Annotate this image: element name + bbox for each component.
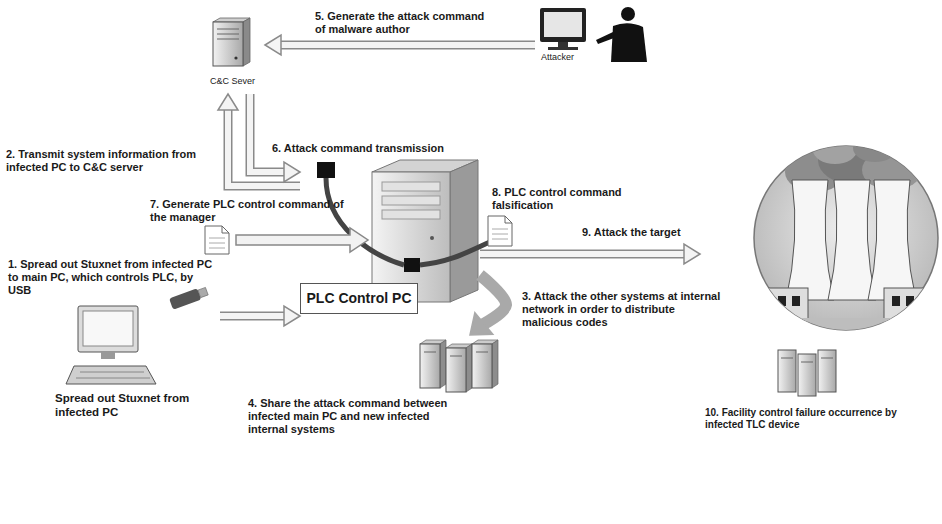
arrowhead (284, 306, 300, 326)
flow-arrow-line (480, 275, 506, 325)
node-label: 4. Share the attack command between infe… (248, 397, 453, 436)
power-plant-illustration (750, 134, 940, 396)
command-document (205, 226, 229, 254)
flow-arrow (265, 35, 535, 55)
flow-arrow-outline (250, 94, 286, 172)
step-label: 2. Transmit system information from infe… (6, 148, 218, 174)
flow-arrow-outline (480, 250, 686, 259)
flow-arrow-fill (220, 313, 286, 319)
falsified-document (488, 216, 512, 246)
edge-label: 5. Generate the attack command of malwar… (315, 10, 485, 36)
diagram-node: 4. Share the attack command between infe… (240, 335, 502, 447)
flow-arrow (480, 244, 700, 264)
flow-arrow (220, 306, 300, 326)
node-label: 10. Facility control failure occurrence … (705, 407, 937, 431)
diagram-node: PLC Control PC (300, 160, 480, 333)
node-label: Spread out Stuxnet from infected PC (55, 392, 220, 419)
diagram-node: C&C Sever (200, 18, 265, 94)
server-icon (213, 18, 250, 66)
step-label: 7. Generate PLC control command of the m… (150, 198, 362, 224)
diagram-node: Spread out Stuxnet from infected PC (55, 300, 220, 430)
hollow-arrow (236, 228, 368, 252)
flow-arrow-fill (279, 42, 535, 48)
arrowhead (684, 244, 700, 264)
arrowhead (218, 94, 238, 110)
flow-arrow (470, 275, 506, 335)
internal-servers (420, 340, 498, 392)
flow-arrow-fill (480, 251, 686, 257)
flow-arrow (250, 94, 300, 182)
attacker-illustration (540, 7, 647, 62)
node-label: C&C Sever (200, 76, 265, 87)
step-label: 9. Attack the target (582, 226, 692, 239)
node-label: Attacker (541, 52, 611, 63)
infected-pc-icon (66, 306, 156, 384)
process-box-label: PLC Control PC (300, 283, 418, 314)
step-label: 1. Spread out Stuxnet from infected PC t… (8, 258, 213, 297)
usb-drive (169, 286, 209, 310)
arrowhead (284, 162, 300, 182)
flow-arrow-outline (279, 41, 535, 50)
flow-arrow-outline (220, 312, 286, 321)
flow-arrow (218, 94, 300, 186)
arrowhead (265, 35, 281, 55)
control-pc-tower (317, 160, 490, 302)
flow-arrow-fill (250, 94, 286, 172)
diagram-node: Attacker (535, 2, 660, 70)
diagram-node: 10. Facility control failure occurrence … (700, 125, 940, 443)
step-label: 6. Attack command transmission (272, 142, 492, 155)
step-label: 3. Attack the other systems at internal … (522, 290, 722, 329)
arrowhead (470, 313, 493, 335)
step-label: 8. PLC control command falsification (492, 186, 642, 212)
